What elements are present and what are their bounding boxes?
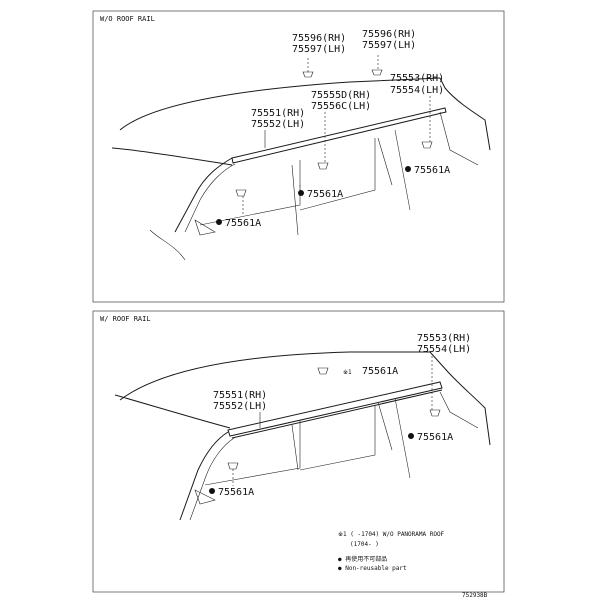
label-clip-rear: 75561A xyxy=(414,165,450,176)
c-pillar xyxy=(377,137,393,186)
a-pillar-outer xyxy=(174,157,233,233)
roof-molding-strip xyxy=(231,107,447,164)
b-pillar xyxy=(291,164,299,236)
c-pillar-2 xyxy=(377,401,393,451)
roof-line-2 xyxy=(119,351,430,401)
a-pillar-inner-2 xyxy=(189,437,235,521)
label-end-piece-rh-2: 75553(RH) xyxy=(417,333,471,344)
bullet-clip-front xyxy=(216,219,222,225)
panel-top-border xyxy=(92,10,505,303)
label-clip-a-rh: 75596(RH) xyxy=(292,33,346,44)
b-pillar-2 xyxy=(291,424,299,471)
a-pillar-outer-2 xyxy=(179,431,229,521)
label-clip-b-lh: 75597(LH) xyxy=(362,40,416,51)
body-clip-rear-2 xyxy=(429,409,441,417)
mirror-outline xyxy=(149,229,186,261)
label-clip-a-lh: 75597(LH) xyxy=(292,44,346,55)
roof-rail-strip xyxy=(227,381,443,437)
rail-clip-b xyxy=(371,69,383,76)
rail-clip-a xyxy=(302,71,314,78)
legend-line-2: ● Non-reusable part xyxy=(338,565,407,572)
note-line-1: ※1 ( -1704) W/O PANORAMA ROOF xyxy=(338,531,445,538)
windshield-top xyxy=(111,147,233,166)
body-clip-mid xyxy=(317,162,329,170)
rear-door-frame-2 xyxy=(299,405,376,471)
label-clip-top: 75561A xyxy=(362,366,398,377)
bullet-clip-mid xyxy=(298,190,304,196)
label-center-piece-rh: 75555D(RH) xyxy=(311,90,371,101)
label-center-piece-lh: 75556C(LH) xyxy=(311,101,371,112)
note-line-2: (1704- ) xyxy=(350,541,379,548)
label-clip-mid: 75561A xyxy=(307,189,343,200)
roof-line xyxy=(119,77,441,131)
rear-pillar-2 xyxy=(394,397,411,479)
panel-top: W/O ROOF RAIL 75596(RH) 7559 xyxy=(92,10,505,303)
label-end-piece-lh-2: 75554(LH) xyxy=(417,344,471,355)
body-clip-rear xyxy=(421,141,433,149)
label-end-piece-rh: 75553(RH) xyxy=(390,73,444,84)
roof-rail-lower xyxy=(231,389,443,439)
bullet-clip-front-2 xyxy=(209,488,215,494)
body-clip-front-2 xyxy=(227,462,239,470)
rear-roof-curve-2 xyxy=(429,351,491,446)
rear-pillar xyxy=(394,129,411,211)
label-clip-b-rh: 75596(RH) xyxy=(362,29,416,40)
panel-top-header: W/O ROOF RAIL xyxy=(100,15,155,23)
figure-id: 752938B xyxy=(462,592,488,599)
label-clip-front-2: 75561A xyxy=(218,487,254,498)
panel-bottom-header: W/ ROOF RAIL xyxy=(100,315,151,323)
body-clip-front xyxy=(235,189,247,197)
front-door-frame xyxy=(199,160,301,226)
label-clip-front: 75561A xyxy=(225,218,261,229)
rail-clip-top xyxy=(317,367,329,375)
rear-door-frame xyxy=(299,138,376,211)
label-clip-top-prefix: ※1 xyxy=(343,369,352,376)
legend-line-1: ● 再使用不可部品 xyxy=(338,555,387,563)
mirror-base-2 xyxy=(194,489,216,505)
label-front-piece-rh-2: 75551(RH) xyxy=(213,390,267,401)
rear-glass xyxy=(439,111,479,166)
rear-glass-2 xyxy=(439,391,479,429)
label-front-piece-lh: 75552(LH) xyxy=(251,119,305,130)
panel-bottom-border xyxy=(92,310,505,593)
front-door-frame-2 xyxy=(204,420,301,486)
label-front-piece-lh-2: 75552(LH) xyxy=(213,401,267,412)
label-clip-rear-2: 75561A xyxy=(417,432,453,443)
label-end-piece-lh: 75554(LH) xyxy=(390,85,444,96)
a-pillar-inner xyxy=(184,163,236,233)
mirror-base xyxy=(194,219,216,236)
panel-bottom: W/ ROOF RAIL 75553(RH) 75554(LH) 75551(R… xyxy=(92,310,505,593)
windshield-top-2 xyxy=(114,394,231,429)
bullet-clip-rear xyxy=(405,166,411,172)
label-front-piece-rh: 75551(RH) xyxy=(251,108,305,119)
rear-roof-curve xyxy=(439,77,491,151)
bullet-clip-rear-2 xyxy=(408,433,414,439)
